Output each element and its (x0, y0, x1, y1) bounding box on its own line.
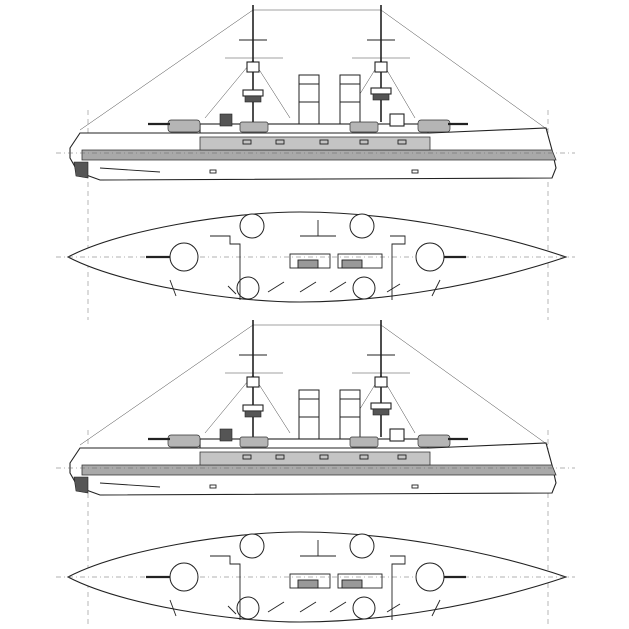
design-1-profile-view (54, 3, 577, 182)
battleship-profile-icon (54, 318, 577, 497)
design-2-profile-view (54, 318, 577, 497)
battleship-profile-icon (54, 3, 577, 182)
design-1-plan-view (54, 210, 577, 304)
reference-lines (87, 110, 549, 625)
battleship-plan-icon (54, 530, 577, 624)
battleship-plan-icon (54, 210, 577, 304)
design-2-plan-view (54, 530, 577, 624)
